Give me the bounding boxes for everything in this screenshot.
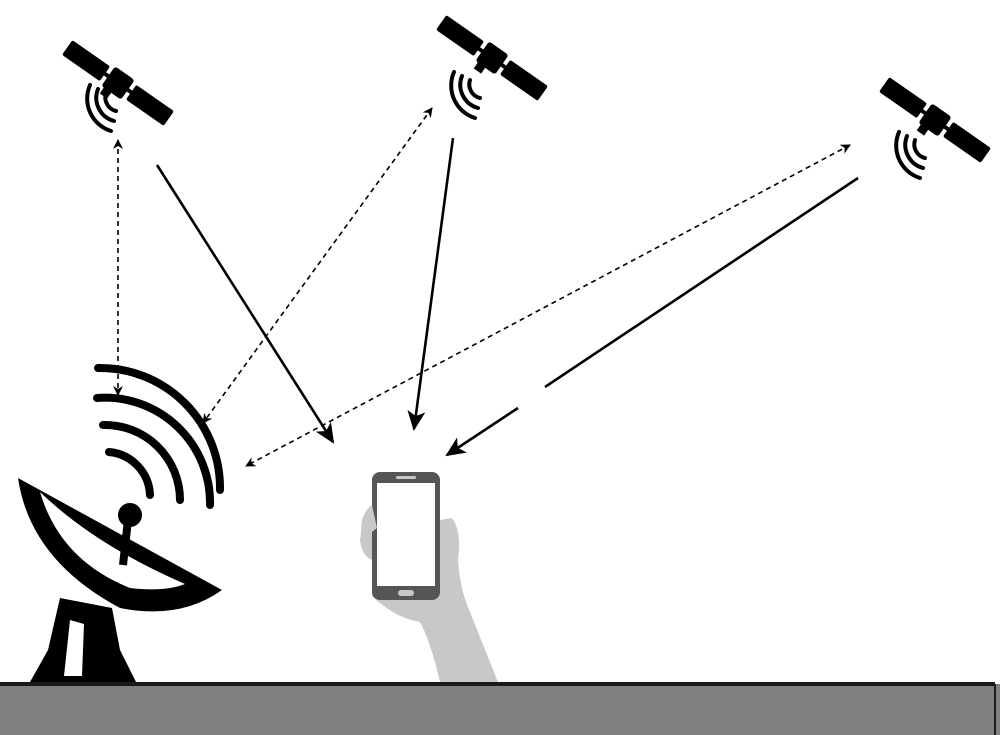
satellite-1-icon xyxy=(60,38,176,133)
thumb xyxy=(361,505,377,540)
satellite-2-icon xyxy=(434,13,550,120)
uplink-links xyxy=(113,107,851,467)
smartphone-icon xyxy=(372,472,440,600)
satellite-3-icon xyxy=(877,75,993,180)
uplink-sat2-ground xyxy=(202,107,433,424)
ground-surface xyxy=(0,682,1000,735)
downlink-sat1-phone xyxy=(155,164,335,444)
downlink-links xyxy=(155,137,859,457)
hand-with-smartphone xyxy=(360,472,498,682)
downlink-sat3-phone-b xyxy=(445,406,519,457)
downlink-sat2-phone xyxy=(407,137,455,431)
downlink-sat3-phone-a xyxy=(544,176,859,389)
uplink-sat3-ground xyxy=(245,144,851,467)
satellite-dish-icon xyxy=(18,363,225,682)
